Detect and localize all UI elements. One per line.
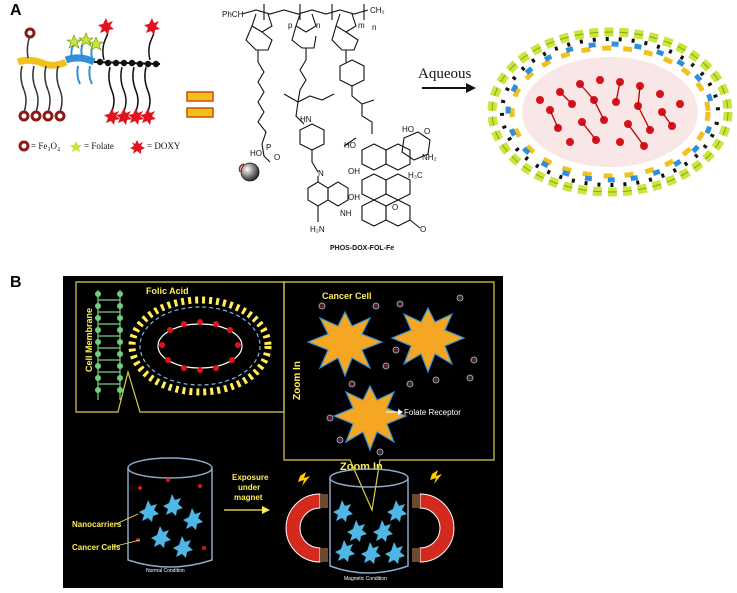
chem-ho2: HO (344, 141, 356, 150)
legend-doxy: = DOXY (147, 141, 181, 151)
chem-oh1: OH (348, 167, 360, 176)
aqueous-arrow (422, 83, 476, 93)
chem-phch: PhCH (222, 10, 244, 19)
panel-b-label: B (10, 274, 22, 291)
chem-ch2: CH₂ (370, 6, 385, 15)
chem-nh2: NH₂ (422, 153, 437, 162)
aqueous-label: Aqueous (418, 66, 471, 82)
chem-o: O (274, 153, 280, 162)
chem-ho: HO (250, 149, 262, 158)
label-exposure: Exposure (232, 473, 269, 482)
label-magnet: magnet (234, 493, 263, 502)
label-folate-receptor: Folate Receptor (404, 408, 461, 417)
cancer-cell-3 (332, 384, 408, 452)
folate-icon (70, 141, 82, 152)
chem-sub-p: p (288, 21, 293, 30)
cancer-cell-1 (306, 310, 384, 378)
magnet-left (285, 472, 328, 563)
chemical-structure (241, 4, 431, 229)
chem-name: PHOS-DOX-FOL-Fe (330, 245, 394, 252)
lightning-icon (298, 472, 310, 486)
label-cell-membrane: Cell Membrane (84, 308, 94, 372)
cancer-cell-2 (390, 306, 466, 374)
panel-a-label: A (10, 2, 22, 19)
cancer-cell-callout: Zoom In Cancer Cell Folate Receptor (283, 281, 495, 513)
amphiphile-schematic (16, 18, 161, 125)
label-cancer-cells: Cancer Cells (72, 543, 121, 552)
legend: = Fe₃O₄ = Folate = DOXY (18, 140, 181, 154)
chem-oh2: OH (348, 193, 360, 202)
exposure-arrowhead (262, 506, 270, 514)
equals-sign (186, 91, 214, 118)
label-folic-acid: Folic Acid (146, 286, 189, 296)
lightning-icon (430, 470, 442, 484)
chem-sub-n: n (316, 21, 320, 30)
chem-h2n: H₂N (310, 225, 325, 234)
magnet-right (412, 470, 455, 563)
label-normal-condition: Normal Condition (146, 568, 185, 574)
micelle (487, 27, 733, 197)
magnetic-beaker: Magnetic Condition (329, 468, 409, 582)
chem-nh: NH (340, 209, 352, 218)
fe3o4-nanoparticle-icon (240, 162, 260, 182)
doxy-icon (130, 140, 145, 154)
label-nanocarriers: Nanocarriers (72, 520, 122, 529)
normal-beaker: Nanocarriers Cancer Cells Normal Conditi… (72, 457, 213, 574)
label-cancer-cell: Cancer Cell (322, 291, 372, 301)
legend-fe3o4: = Fe₃O₄ (31, 141, 60, 151)
fe3o4-icon (18, 140, 30, 152)
chem-h3c: H₃C (408, 171, 423, 180)
chem-o1: O (392, 203, 398, 212)
chemical-labels: PhCH CH₂ p n m n HO P O HN N H₂N NH HO O… (222, 6, 437, 252)
chem-sub-n2: n (372, 23, 376, 32)
chem-p: P (266, 143, 271, 152)
chem-hn: HN (300, 115, 312, 124)
chem-och3: O (420, 225, 426, 234)
chem-n: N (318, 169, 324, 178)
label-zoom-in-vertical: Zoom In (292, 361, 303, 400)
chem-o2: O (424, 127, 430, 136)
label-magnetic-condition: Magnetic Condition (344, 576, 387, 582)
chem-ho3: HO (402, 125, 414, 134)
label-under: under (238, 483, 260, 492)
legend-folate: = Folate (84, 141, 114, 151)
chem-sub-m: m (358, 21, 365, 30)
